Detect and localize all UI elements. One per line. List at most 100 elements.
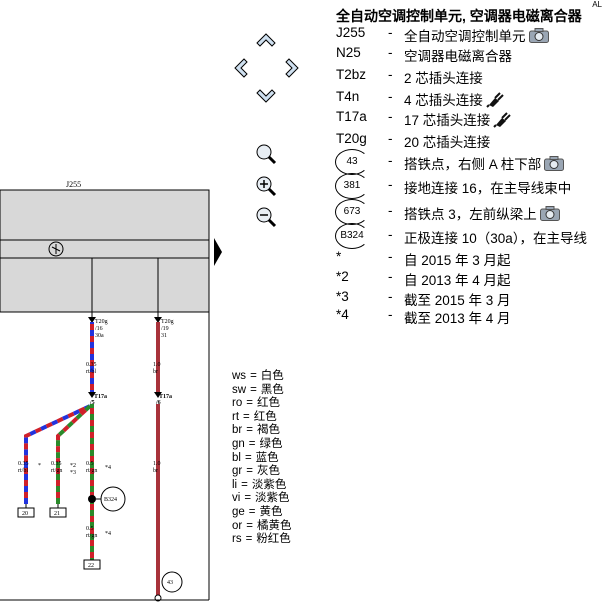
wire-w1-color: rt/bl	[86, 369, 96, 375]
color-abbr: br	[232, 424, 243, 437]
legend-description-text: 17 芯插头连接	[404, 113, 491, 128]
color-eq: =	[246, 397, 253, 410]
wire-branch-left-red	[24, 404, 91, 460]
legend-code: *3	[336, 289, 349, 304]
wire-w4-size: 0.35	[51, 461, 62, 467]
zoom-out-icon[interactable]	[256, 207, 277, 228]
color-code-row: ro=红色	[232, 397, 291, 411]
ref-box-r3[interactable]	[83, 559, 101, 570]
legend-code: *2	[336, 269, 349, 284]
legend-dash: -	[388, 269, 393, 284]
color-name: 淡紫色	[255, 492, 290, 505]
connector-c3-pin: /5	[89, 400, 95, 406]
wire-w6-size: 1.0	[153, 461, 161, 467]
legend-circle-code: 43	[335, 149, 369, 175]
corner-tag: AL	[592, 0, 602, 9]
connector-c3-name: T17a	[94, 394, 107, 400]
legend-code: N25	[336, 45, 361, 60]
color-abbr: bl	[232, 451, 241, 464]
ground-43-circle[interactable]	[161, 571, 183, 593]
nav-down-icon[interactable]	[256, 89, 276, 103]
color-eq: =	[244, 451, 252, 464]
legend-dash: -	[388, 203, 393, 218]
legend-dash: -	[388, 25, 393, 40]
camera-icon[interactable]	[528, 28, 549, 46]
ref-box-r1-label: 20	[22, 511, 28, 517]
color-abbr: ro	[232, 397, 243, 410]
connector-icon[interactable]	[486, 92, 504, 111]
wire-w5-lower	[90, 460, 94, 560]
legend-description-text: 接地连接 16，在主导线束中	[404, 181, 572, 196]
color-abbr: gn	[232, 437, 245, 450]
nav-up-icon[interactable]	[256, 33, 276, 47]
wire-branch-mid-red	[56, 404, 92, 460]
color-name: 褐色	[256, 424, 280, 437]
legend-row: 673-搭铁点 3，左前纵梁上	[334, 199, 602, 225]
wire-w7-size: 0.5	[86, 526, 94, 532]
legend-dash: -	[388, 289, 393, 304]
legend-dash: -	[388, 109, 393, 124]
legend-row: J255-全自动空调控制单元	[334, 24, 602, 44]
connector-c4-name: T17a	[159, 394, 172, 400]
wire-w5-color: rt/gn	[86, 468, 97, 474]
color-code-row: gr=灰色	[232, 465, 291, 479]
color-code-row: rs=粉红色	[232, 533, 291, 547]
color-abbr: or	[232, 519, 243, 532]
color-name: 灰色	[256, 465, 280, 478]
color-eq: =	[241, 478, 248, 491]
color-name: 黑色	[260, 383, 284, 396]
nav-left-icon[interactable]	[234, 58, 248, 78]
wire-w5	[90, 404, 94, 460]
color-eq: =	[246, 519, 253, 532]
zoom-in-icon[interactable]	[256, 176, 277, 197]
legend-code: T20g	[336, 131, 367, 146]
camera-icon[interactable]	[544, 156, 565, 174]
color-code-row: ws=白色	[232, 370, 291, 384]
legend-dash: -	[388, 307, 393, 322]
legend-description-text: 20 芯插头连接	[404, 135, 491, 150]
note-n4: *4	[105, 465, 111, 471]
next-page-arrow[interactable]	[214, 238, 222, 266]
color-code-row: gn=绿色	[232, 438, 291, 452]
legend-row: *-自 2015 年 3 月起	[334, 248, 602, 268]
legend-circle-code: B324	[335, 223, 369, 249]
zoom-fit-icon[interactable]	[256, 144, 277, 165]
color-code-row: rt=红色	[232, 411, 291, 425]
legend-description: 全自动空调控制单元	[404, 25, 549, 46]
pin-arrow-4	[154, 392, 162, 398]
wire-w1	[90, 322, 94, 392]
legend-circle-code: 673	[335, 199, 369, 225]
connector-c1-pin: /16	[95, 326, 103, 332]
legend-description-text: 截至 2015 年 3 月	[404, 293, 511, 308]
wire-w7-color: rt/gn	[86, 533, 97, 539]
connector-icon[interactable]	[493, 112, 511, 131]
wire-w1-size: 0.35	[86, 362, 97, 368]
pin-arrow-3	[88, 392, 96, 398]
legend-code: T4n	[336, 89, 360, 104]
legend-description-text: 搭铁点，右侧 A 柱下部	[404, 157, 542, 172]
color-code-row: or=橘黄色	[232, 520, 291, 534]
color-abbr: ws	[232, 370, 247, 382]
legend-row: T4n-4 芯插头连接	[334, 88, 602, 108]
color-code-row: bl=蓝色	[232, 452, 291, 466]
ground-43-label: 43	[167, 580, 173, 586]
legend-code: T2bz	[336, 67, 367, 82]
connector-c1-extra: 30a	[95, 333, 104, 339]
nav-right-icon[interactable]	[285, 58, 299, 78]
color-name: 蓝色	[255, 451, 279, 464]
legend-row: *2-自 2013 年 4 月起	[334, 268, 602, 288]
color-eq: =	[244, 492, 252, 505]
legend-description: 20 芯插头连接	[404, 131, 490, 151]
legend-row: B324-正极连接 10（30a），在主导线	[334, 223, 602, 249]
camera-icon[interactable]	[539, 206, 560, 224]
node-b324-circle[interactable]	[100, 486, 126, 512]
legend-dash: -	[388, 227, 393, 242]
legend-dash: -	[388, 89, 393, 104]
wire-w6-color: br	[153, 468, 158, 474]
pin-arrow-1	[88, 317, 96, 323]
color-eq: =	[250, 383, 257, 396]
color-code-row: br=褐色	[232, 424, 291, 438]
legend-description: 2 芯插头连接	[404, 67, 483, 87]
connector-c2-name: T20g	[161, 319, 174, 325]
